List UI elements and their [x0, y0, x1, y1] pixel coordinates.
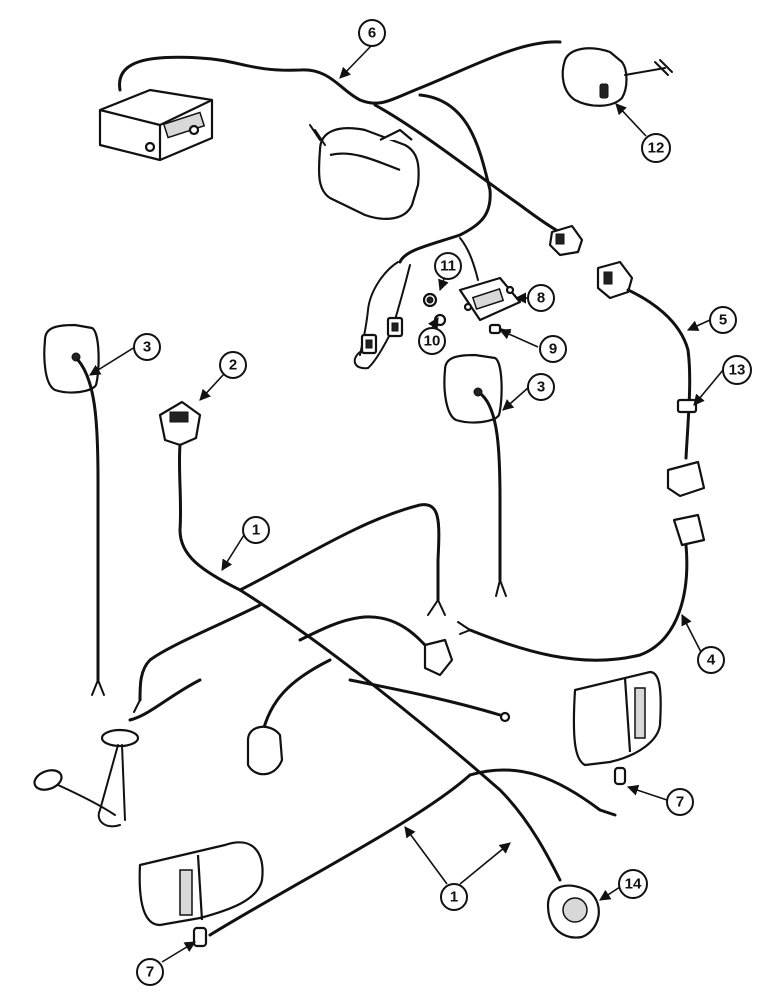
callout-label: 5 [719, 312, 727, 329]
callout-1-upper: 1 [242, 516, 270, 544]
callout-label: 8 [537, 290, 545, 307]
harness-connector-5 [596, 260, 692, 460]
radio-unit [98, 88, 214, 162]
callout-label: 3 [143, 339, 151, 356]
callout-7-left: 7 [136, 958, 164, 986]
callout-12: 12 [641, 133, 671, 163]
callout-14: 14 [618, 869, 648, 899]
trailer-socket [546, 884, 600, 939]
callout-label: 9 [549, 341, 557, 358]
callout-label: 14 [625, 876, 642, 893]
work-lamp-right [443, 353, 507, 597]
callout-label: 10 [424, 333, 441, 350]
leader-lines [89, 44, 724, 963]
callout-label: 6 [368, 25, 376, 42]
callout-5: 5 [709, 306, 737, 334]
callout-9: 9 [539, 335, 567, 363]
callout-label: 4 [707, 652, 716, 669]
callout-13: 13 [722, 355, 752, 385]
callout-11: 11 [434, 252, 462, 280]
rear-lamp-left [138, 841, 264, 948]
callout-label: 1 [450, 889, 458, 906]
callout-2: 2 [219, 351, 247, 379]
callout-8: 8 [527, 284, 555, 312]
wiper-motor [309, 124, 420, 220]
callout-1-lower: 1 [440, 883, 468, 911]
roof-harness [118, 40, 567, 281]
callout-3-right: 3 [527, 373, 555, 401]
rocker-switches [353, 261, 411, 370]
callout-label: 1 [252, 522, 260, 539]
switch-panel [458, 276, 522, 322]
callout-4: 4 [697, 646, 725, 674]
harness-connector-upper [548, 224, 584, 257]
callout-label: 7 [146, 964, 154, 981]
harness-connector-13 [457, 398, 706, 662]
callout-label: 2 [229, 357, 237, 374]
callout-label: 12 [648, 140, 665, 157]
callout-10: 10 [418, 327, 446, 355]
callout-6: 6 [358, 19, 386, 47]
beacon-lamp [561, 47, 673, 107]
callout-3-left: 3 [133, 333, 161, 361]
main-harness [128, 400, 617, 937]
fuel-sender [33, 728, 140, 828]
callout-label: 11 [440, 258, 456, 275]
work-lamp-left [43, 323, 105, 696]
callout-label: 7 [676, 794, 684, 811]
callout-label: 13 [729, 362, 746, 379]
rear-lamp-right [572, 670, 662, 786]
callout-label: 3 [537, 379, 545, 396]
callout-7-right: 7 [666, 788, 694, 816]
